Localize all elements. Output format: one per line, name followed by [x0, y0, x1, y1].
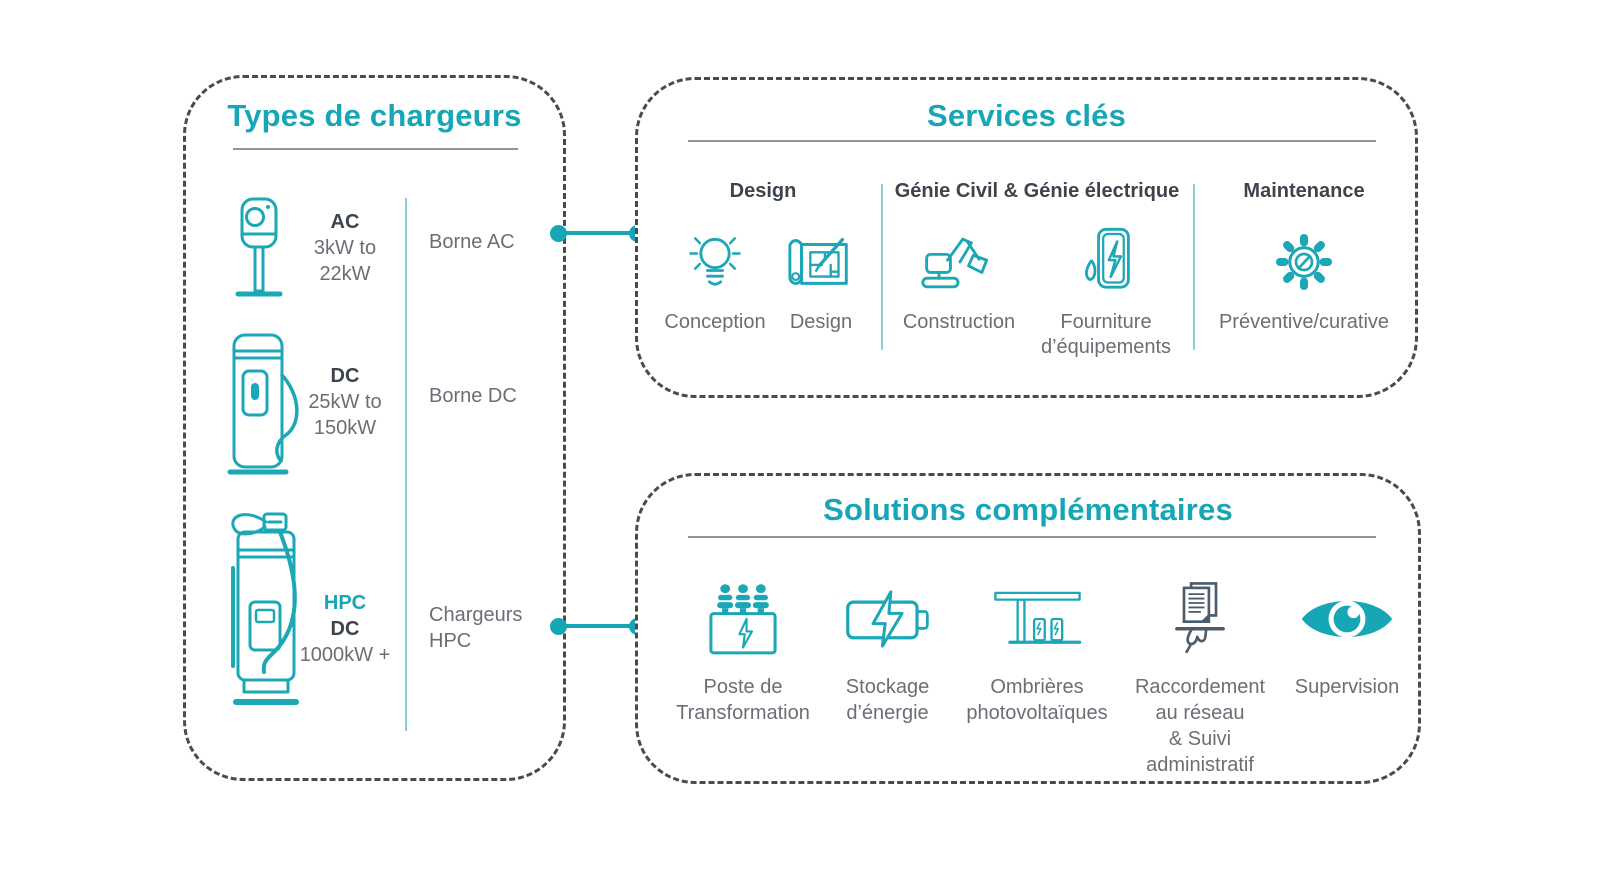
services-title-underline: [688, 140, 1376, 142]
hpc-type-highlight: HPC: [323, 592, 367, 614]
services-separator-2: [1193, 184, 1195, 350]
transformer-icon: [702, 571, 784, 666]
connector-line-top: [550, 224, 646, 242]
hpc-power-range: 1000kW +: [299, 644, 391, 666]
blueprint-icon: [786, 218, 856, 306]
services-group-genie: Génie Civil & Génie électrique Const: [883, 180, 1191, 360]
service-item-design: Design: [773, 218, 869, 335]
solutions-title: Solutions complémentaires: [823, 492, 1233, 527]
ac-name: Borne AC: [429, 231, 515, 253]
service-item-fourniture: Fourniture d’équipements: [1028, 218, 1184, 360]
service-label-fourniture: Fourniture d’équipements: [1040, 311, 1172, 358]
solution-label-ombrieres: Ombrières photovoltaïques: [966, 676, 1108, 724]
solution-label-stockage-energie: Stockage d’énergie: [845, 676, 930, 724]
lightbulb-icon: [681, 218, 749, 306]
solution-label-supervision: Supervision: [1294, 676, 1400, 698]
ev-station-icon: [1078, 218, 1134, 306]
service-label-design: Design: [789, 311, 853, 333]
dc-type-block: DC 25kW to 150kW: [286, 363, 404, 441]
panel-solutions-complementaires: Solutions complémentaires Poste de Trans…: [635, 473, 1421, 784]
service-label-conception: Conception: [664, 311, 766, 333]
solutions-title-underline: [688, 536, 1376, 538]
services-group-maintenance: Maintenance: [1195, 180, 1413, 335]
ac-power-range: 3kW to 22kW: [313, 237, 377, 285]
eye-icon: [1299, 571, 1395, 666]
solution-item-supervision: Supervision: [1268, 571, 1426, 700]
dc-type-label: DC: [330, 365, 360, 387]
left-panel-title-underline: [233, 148, 518, 150]
services-group-genie-header: Génie Civil & Génie électrique: [894, 180, 1180, 202]
hpc-type-label: DC: [330, 618, 360, 640]
services-group-design: Design: [648, 180, 878, 335]
services-separator-1: [881, 184, 883, 350]
battery-icon: [844, 571, 932, 666]
left-panel-title: Types de chargeurs: [227, 98, 522, 133]
dc-power-range: 25kW to 150kW: [308, 391, 382, 439]
service-item-conception: Conception: [657, 218, 773, 335]
services-group-design-items: Conception Design: [657, 218, 869, 335]
solution-label-poste-transformation: Poste de Transformation: [676, 676, 810, 724]
connector-line-bottom: [550, 617, 646, 635]
services-group-genie-items: Construction Fourniture d’équipements: [890, 218, 1184, 360]
document-hand-icon: [1168, 571, 1232, 666]
service-label-maintenance: Préventive/curative: [1218, 311, 1390, 333]
solution-item-raccordement: Raccordement au réseau & Suivi administr…: [1120, 571, 1280, 778]
services-group-design-header: Design: [729, 180, 797, 202]
panel-services-cles: Services clés Design: [635, 77, 1418, 398]
dc-name: Borne DC: [429, 385, 517, 407]
service-label-construction: Construction: [902, 311, 1016, 333]
panel-types-de-chargeurs: Types de chargeurs AC 3kW to 22kW Borne …: [183, 75, 566, 781]
ac-charger-icon: [230, 196, 288, 305]
ac-type-block: AC 3kW to 22kW: [286, 209, 404, 287]
excavator-icon: [919, 218, 999, 306]
ac-type-label: AC: [330, 211, 360, 233]
solution-item-ombrieres: Ombrières photovoltaïques: [956, 571, 1118, 726]
services-group-maintenance-items: Préventive/curative: [1206, 218, 1402, 335]
services-title: Services clés: [926, 98, 1127, 133]
dc-charger-icon: [224, 331, 308, 484]
hpc-type-block: HPC DC 1000kW +: [286, 590, 404, 668]
solar-canopy-icon: [990, 571, 1084, 666]
hpc-name: Chargeurs HPC: [429, 604, 523, 652]
solution-item-poste-transformation: Poste de Transformation: [663, 571, 823, 726]
hpc-charger-icon: [224, 506, 312, 715]
service-item-construction: Construction: [890, 218, 1028, 335]
solution-label-raccordement: Raccordement au réseau & Suivi administr…: [1134, 676, 1266, 776]
services-group-maintenance-header: Maintenance: [1243, 180, 1365, 202]
service-item-maintenance: Préventive/curative: [1206, 218, 1402, 335]
solution-item-stockage-energie: Stockage d’énergie: [810, 571, 965, 726]
gear-icon: [1272, 218, 1336, 306]
left-panel-vertical-separator: [405, 198, 407, 731]
